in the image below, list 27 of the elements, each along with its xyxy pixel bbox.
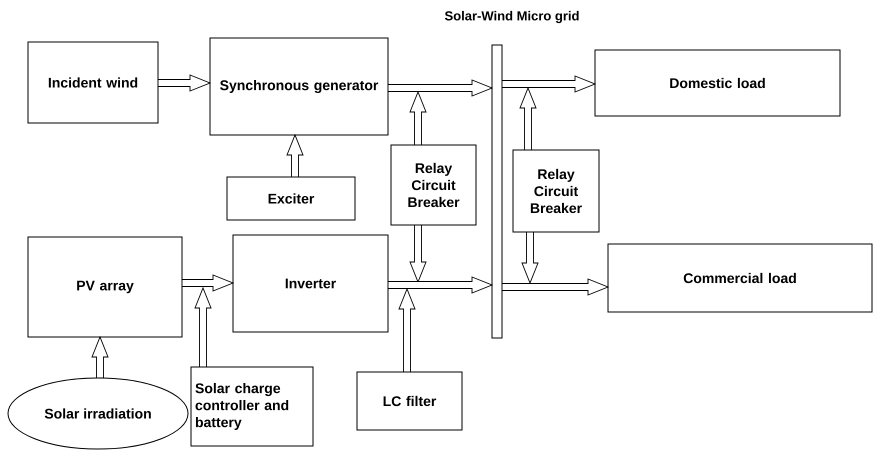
block-arrow: [286, 134, 304, 178]
bus-bar: [492, 44, 502, 338]
process-box: Exciter: [226, 176, 356, 220]
block-arrow: [519, 86, 537, 150]
process-box: PV array: [28, 236, 182, 338]
process-box: Relay Circuit Breaker: [512, 150, 600, 232]
block-arrow: [409, 90, 427, 146]
block-arrow: [398, 288, 416, 372]
process-box: Relay Circuit Breaker: [390, 144, 476, 226]
block-arrow: [502, 278, 610, 296]
process-box: Domestic load: [594, 50, 840, 116]
process-box: LC filter: [356, 372, 462, 430]
process-box: Incident wind: [28, 42, 158, 124]
process-box: Solar charge controller and battery: [190, 366, 314, 446]
process-box: Commercial load: [608, 244, 872, 312]
process-box: Synchronous generator: [210, 38, 388, 136]
block-arrow: [158, 74, 212, 92]
block-arrow: [521, 232, 539, 284]
title: Solar-Wind Micro grid: [444, 10, 579, 24]
block-arrow: [502, 75, 596, 93]
process-box: Inverter: [232, 234, 388, 332]
block-arrow: [388, 276, 494, 294]
block-arrow: [182, 274, 234, 292]
block-arrow: [91, 336, 109, 378]
block-arrow: [388, 79, 494, 97]
block-arrow: [409, 224, 427, 284]
block-arrow: [194, 286, 212, 368]
